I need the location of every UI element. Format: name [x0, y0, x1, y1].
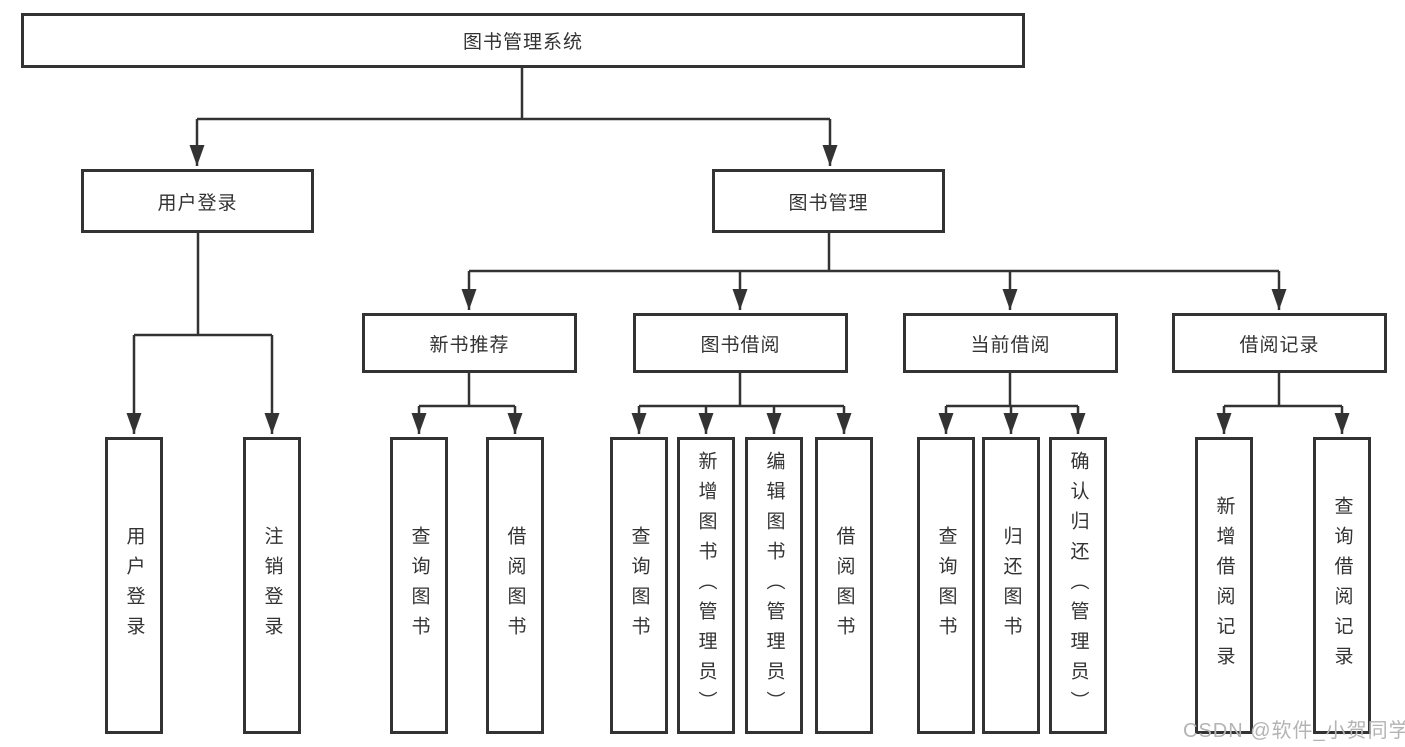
- leaf-user-login: 用户登录: [105, 437, 163, 734]
- leaf-query-books-recommend: 查询图书: [390, 437, 448, 734]
- leaf-query-books-borrowing: 查询图书: [610, 437, 668, 734]
- node-label: 借阅图书: [833, 525, 855, 646]
- node-label: 图书管理系统: [462, 32, 583, 53]
- leaf-add-books-admin: 新增图书（管理员）: [677, 437, 735, 734]
- node-label: 新书推荐: [429, 334, 510, 356]
- node-label: 用户登录: [157, 192, 238, 214]
- node-library-management-system: 图书管理系统: [21, 13, 1025, 68]
- node-label: 确认归还（管理员）: [1067, 450, 1089, 721]
- node-label: 归还图书: [1000, 525, 1022, 646]
- node-label: 查询图书: [628, 525, 650, 646]
- node-label: 图书借阅: [700, 334, 781, 356]
- leaf-query-borrow-record: 查询借阅记录: [1313, 437, 1371, 734]
- node-label: 查询借阅记录: [1331, 495, 1353, 676]
- csdn-watermark: CSDN @软件_小贺同学: [1183, 720, 1405, 742]
- leaf-borrow-books-borrowing: 借阅图书: [815, 437, 873, 734]
- node-label: 查询图书: [408, 525, 430, 646]
- leaf-return-books: 归还图书: [982, 437, 1040, 734]
- node-book-borrowing: 图书借阅: [633, 313, 848, 373]
- leaf-query-books-current: 查询图书: [917, 437, 975, 734]
- node-label: 用户登录: [123, 525, 145, 646]
- node-label: 借阅图书: [504, 525, 526, 646]
- leaf-edit-books-admin: 编辑图书（管理员）: [745, 437, 803, 734]
- node-borrowing-records: 借阅记录: [1172, 313, 1387, 373]
- node-label: 注销登录: [261, 525, 283, 646]
- leaf-borrow-books-recommend: 借阅图书: [486, 437, 544, 734]
- node-book-management: 图书管理: [712, 169, 945, 233]
- node-label: 借阅记录: [1239, 334, 1320, 356]
- node-label: 当前借阅: [970, 334, 1051, 356]
- node-label: 编辑图书（管理员）: [763, 450, 785, 721]
- node-label: 新增图书（管理员）: [695, 450, 717, 721]
- node-label: 图书管理: [788, 192, 869, 214]
- node-user-login: 用户登录: [81, 169, 314, 233]
- leaf-confirm-return-admin: 确认归还（管理员）: [1049, 437, 1107, 734]
- node-label: 新增借阅记录: [1213, 495, 1235, 676]
- node-current-borrowing: 当前借阅: [903, 313, 1118, 373]
- node-new-book-recommend: 新书推荐: [362, 313, 577, 373]
- node-label: 查询图书: [935, 525, 957, 646]
- leaf-add-borrow-record: 新增借阅记录: [1195, 437, 1253, 734]
- leaf-logout: 注销登录: [243, 437, 301, 734]
